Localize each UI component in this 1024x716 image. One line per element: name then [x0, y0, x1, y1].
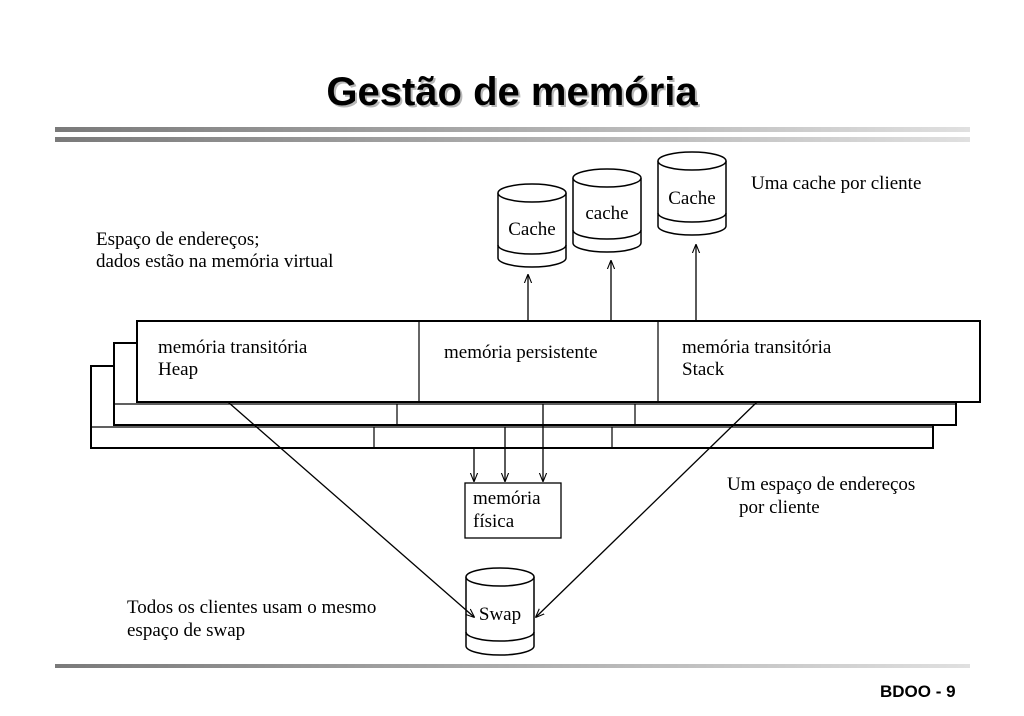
region-heap-sublabel: Heap	[158, 359, 198, 380]
cache-label-3: Cache	[668, 188, 715, 209]
arrow-heap-to-swap	[227, 401, 474, 617]
top-rule	[55, 127, 970, 142]
cache-cylinder-3	[657, 151, 727, 236]
region-stack-sublabel: Stack	[682, 359, 725, 380]
region-stack-label: memória transitória	[682, 337, 832, 358]
per-client-note-2: por cliente	[739, 497, 820, 518]
swap-cylinder	[465, 567, 535, 656]
bottom-rule	[55, 664, 970, 668]
arrow-stack-to-swap	[536, 401, 758, 617]
physical-memory-label-1: memória	[473, 488, 541, 509]
physical-memory-box	[464, 482, 562, 539]
cache-label-1: Cache	[508, 219, 555, 240]
per-client-note-1: Um espaço de endereços	[727, 474, 915, 495]
address-space-note-2: dados estão na memória virtual	[96, 251, 333, 272]
cache-cylinder-1	[497, 183, 567, 268]
swap-note-1: Todos os clientes usam o mesmo	[127, 597, 376, 618]
slide-title: Gestão de memória	[326, 70, 698, 114]
address-space-note-1: Espaço de endereços;	[96, 229, 260, 250]
swap-note-2: espaço de swap	[127, 620, 245, 641]
swap-label: Swap	[479, 604, 521, 625]
cache-cylinder-2	[572, 168, 642, 253]
cache-note: Uma cache por cliente	[751, 173, 921, 194]
address-space-front	[136, 320, 981, 403]
region-persistent-label: memória persistente	[444, 342, 598, 363]
physical-memory-label-2: física	[473, 511, 515, 532]
slide-footer: BDOO - 9	[880, 682, 956, 701]
region-heap-label: memória transitória	[158, 337, 308, 358]
cache-label-2: cache	[585, 203, 628, 224]
